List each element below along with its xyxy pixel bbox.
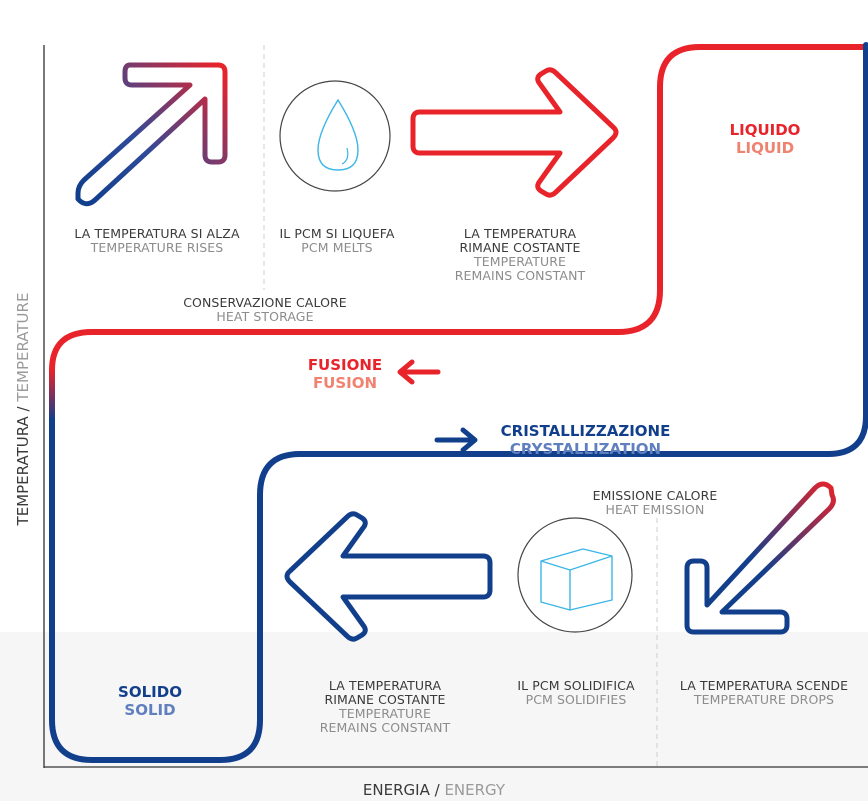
crystallization-arrow-icon bbox=[434, 427, 478, 453]
arrow-down-left-icon bbox=[684, 481, 836, 635]
phase-curve-blue bbox=[49, 42, 868, 763]
droplet-icon bbox=[317, 98, 359, 171]
state-solid-it: SOLIDO bbox=[118, 683, 182, 701]
phase-heat-storage-it: CONSERVAZIONE CALORE bbox=[183, 295, 347, 310]
step-pcm-solidifies: IL PCM SOLIDIFICA PCM SOLIDIFIES bbox=[500, 679, 652, 707]
step-temp-constant-top-en2: REMAINS CONSTANT bbox=[454, 268, 586, 283]
phase-heat-storage-en: HEAT STORAGE bbox=[216, 309, 314, 324]
x-axis-title-en: ENERGY bbox=[444, 781, 506, 799]
transition-fusion-it: FUSIONE bbox=[307, 356, 383, 374]
y-axis-title: TEMPERATURA / TEMPERATURE bbox=[14, 189, 32, 629]
transition-crystallization-it: CRISTALLIZZAZIONE bbox=[500, 422, 671, 440]
step-pcm-melts-it: IL PCM SI LIQUEFA bbox=[279, 226, 395, 241]
step-temp-rises: LA TEMPERATURA SI ALZA TEMPERATURE RISES bbox=[52, 227, 262, 255]
step-temp-constant-bottom-en1: TEMPERATURE bbox=[339, 706, 431, 721]
state-solid: SOLIDO SOLID bbox=[90, 683, 210, 719]
transition-crystallization-en: CRYSTALLIZATION bbox=[509, 440, 662, 458]
state-liquid-en: LIQUID bbox=[735, 139, 795, 157]
droplet-highlight bbox=[341, 147, 349, 165]
step-temp-constant-bottom-it2: RIMANE COSTANTE bbox=[324, 692, 446, 707]
y-axis-title-sep: / bbox=[14, 401, 32, 417]
cube-circle bbox=[517, 517, 633, 633]
arrow-right-icon bbox=[410, 67, 619, 198]
transition-crystallization: CRISTALLIZZAZIONE CRYSTALLIZATION bbox=[478, 422, 693, 458]
transition-fusion: FUSIONE FUSION bbox=[290, 356, 400, 392]
phase-heat-emission-en: HEAT EMISSION bbox=[605, 502, 705, 517]
phase-heat-storage: CONSERVAZIONE CALORE HEAT STORAGE bbox=[155, 296, 375, 324]
step-temp-constant-top: LA TEMPERATURA RIMANE COSTANTE TEMPERATU… bbox=[430, 227, 610, 283]
step-pcm-solidifies-it: IL PCM SOLIDIFICA bbox=[517, 678, 635, 693]
x-axis-title-sep: / bbox=[429, 781, 445, 799]
arrow-up-right-icon bbox=[75, 62, 228, 207]
step-temp-drops-en: TEMPERATURE DROPS bbox=[693, 692, 835, 707]
step-temp-constant-bottom: LA TEMPERATURA RIMANE COSTANTE TEMPERATU… bbox=[295, 679, 475, 735]
y-axis-title-it: TEMPERATURA bbox=[14, 416, 32, 526]
arrow-left-icon bbox=[284, 511, 493, 642]
step-temp-drops-it: LA TEMPERATURA SCENDE bbox=[679, 678, 849, 693]
state-solid-en: SOLID bbox=[124, 701, 176, 719]
step-temp-rises-en: TEMPERATURE RISES bbox=[90, 240, 224, 255]
step-temp-constant-bottom-en2: REMAINS CONSTANT bbox=[319, 720, 451, 735]
phase-heat-emission-it: EMISSIONE CALORE bbox=[592, 488, 718, 503]
x-axis-title-it: ENERGIA bbox=[362, 781, 430, 799]
step-temp-rises-it: LA TEMPERATURA SI ALZA bbox=[74, 226, 240, 241]
phase-heat-emission: EMISSIONE CALORE HEAT EMISSION bbox=[545, 489, 765, 517]
step-pcm-solidifies-en: PCM SOLIDIFIES bbox=[525, 692, 627, 707]
state-liquid-it: LIQUIDO bbox=[729, 121, 801, 139]
phase-curve-red bbox=[49, 44, 868, 373]
bottom-band bbox=[0, 632, 868, 801]
step-temp-constant-bottom-it1: LA TEMPERATURA bbox=[328, 678, 442, 693]
fusion-arrow-icon bbox=[397, 359, 441, 385]
state-liquid: LIQUIDO LIQUID bbox=[705, 121, 825, 157]
step-temp-constant-top-en1: TEMPERATURE bbox=[474, 254, 566, 269]
ice-cube-icon bbox=[540, 548, 613, 611]
droplet-circle bbox=[279, 80, 391, 192]
step-temp-drops: LA TEMPERATURA SCENDE TEMPERATURE DROPS bbox=[660, 679, 868, 707]
transition-fusion-en: FUSION bbox=[312, 374, 378, 392]
step-temp-constant-top-it2: RIMANE COSTANTE bbox=[459, 240, 581, 255]
step-pcm-melts-en: PCM MELTS bbox=[301, 240, 373, 255]
y-axis-title-en: TEMPERATURE bbox=[14, 292, 32, 402]
step-temp-constant-top-it1: LA TEMPERATURA bbox=[463, 226, 577, 241]
step-pcm-melts: IL PCM SI LIQUEFA PCM MELTS bbox=[262, 227, 412, 255]
x-axis-title: ENERGIA / ENERGY bbox=[0, 781, 868, 799]
